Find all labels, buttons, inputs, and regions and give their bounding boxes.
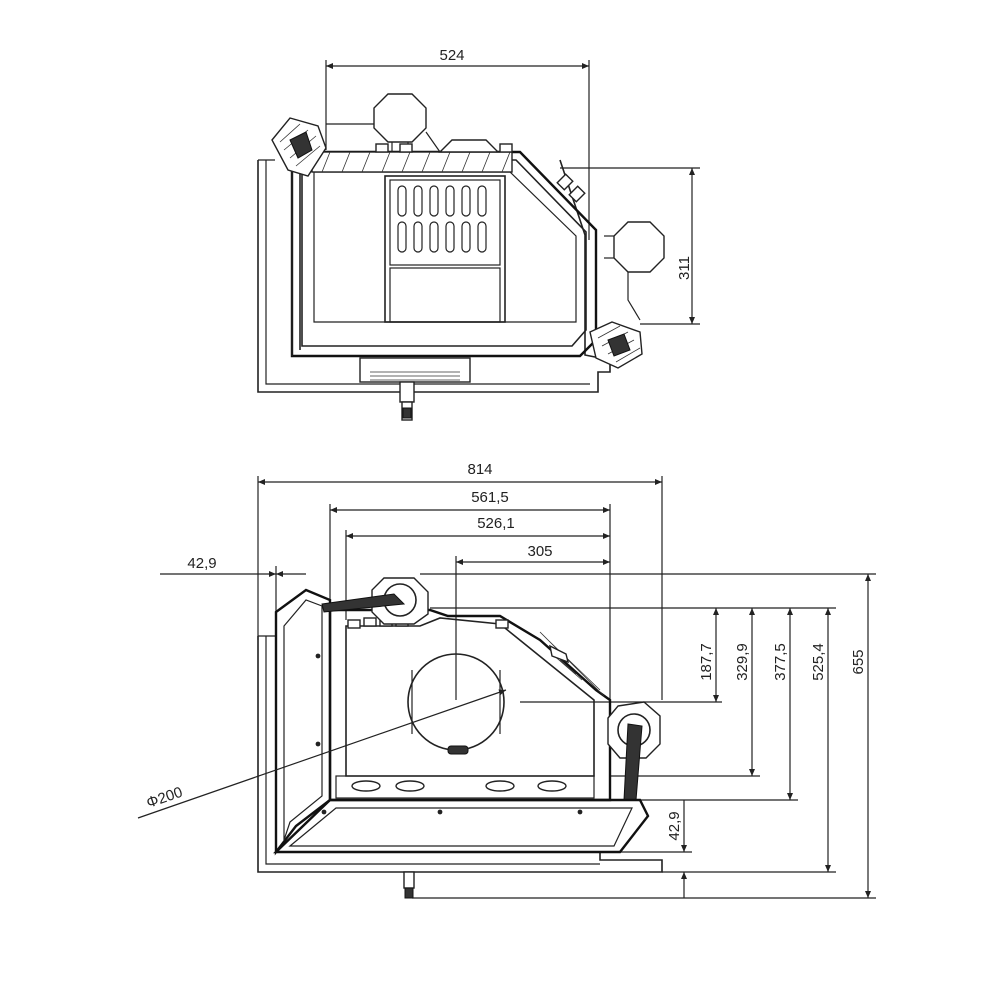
dim-front-h1: 187,7 (430, 607, 722, 703)
front-flue-collar-left (321, 577, 429, 625)
dim-top-width: 524 (325, 47, 590, 240)
top-corner-bracket-left (271, 117, 327, 177)
dim-front-h3-label: 377,5 (772, 643, 789, 681)
dim-front-a: 561,5 (329, 489, 611, 700)
dim-top-depth: 311 (560, 167, 700, 325)
top-housing-outline (257, 159, 611, 393)
dim-front-c: 305 (455, 543, 610, 700)
dim-front-bottom-label: 42,9 (666, 811, 683, 840)
dim-front-h2: 329,9 (610, 607, 760, 777)
front-flue-opening (407, 653, 505, 755)
dim-front-h3: 377,5 (640, 607, 798, 801)
front-firebox (328, 608, 612, 802)
dim-front-a-label: 561,5 (471, 489, 509, 506)
dim-front-flue-label: Φ200 (144, 784, 185, 812)
dim-front-overall: 814 (257, 461, 663, 700)
top-view: 524 311 (257, 47, 700, 421)
top-firebox-body (290, 150, 598, 358)
dim-front-h1-label: 187,7 (698, 643, 715, 681)
front-ash-ports (335, 775, 595, 799)
front-ash-handle (403, 871, 415, 899)
dim-front-h5-label: 655 (850, 649, 867, 674)
front-view: 814 561,5 526,1 305 42,9 (137, 461, 876, 899)
dim-front-h2-label: 329,9 (734, 643, 751, 681)
top-flue-collar-side (556, 173, 665, 321)
dim-front-h4: 525,4 (662, 607, 836, 873)
dim-front-h5: 655 (412, 573, 876, 899)
dim-top-width-label: 524 (439, 47, 464, 64)
front-housing-outline (257, 636, 663, 873)
top-front-grate (359, 357, 471, 421)
front-flue-collar-right (607, 701, 661, 801)
dim-front-overall-label: 814 (467, 461, 492, 478)
dim-front-c-label: 305 (527, 543, 552, 560)
top-corner-bracket-right (589, 321, 643, 369)
dim-front-b-label: 526,1 (477, 515, 515, 532)
dim-top-depth-label: 311 (676, 256, 693, 280)
front-bottom-panel (273, 798, 650, 854)
dim-front-h4-label: 525,4 (810, 643, 827, 681)
dim-front-offset-label: 42,9 (187, 555, 216, 572)
top-flue-collar-back (326, 93, 513, 153)
top-vent-grille (384, 175, 506, 323)
dim-front-bottom: 42,9 (600, 800, 692, 898)
dim-front-offset: 42,9 (160, 555, 306, 636)
